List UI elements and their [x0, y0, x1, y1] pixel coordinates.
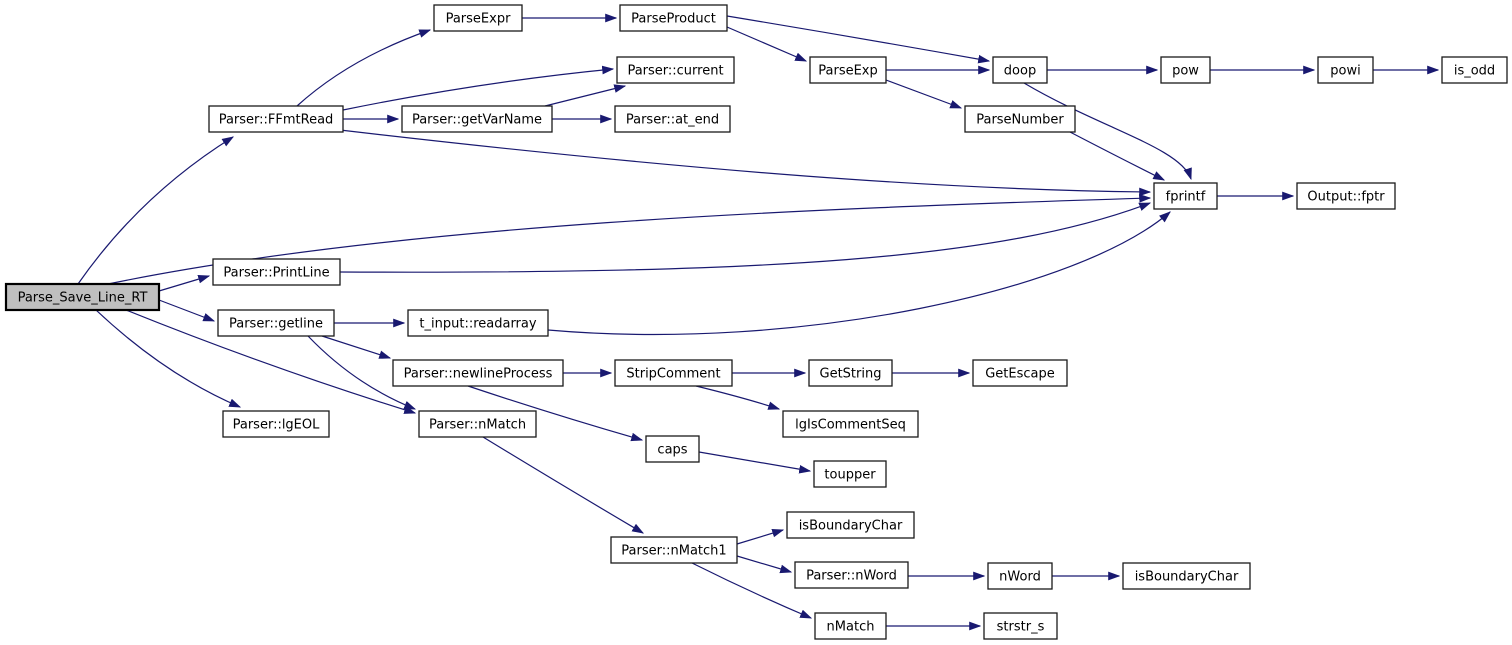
node-nword[interactable]: nWord — [987, 562, 1053, 590]
node-label-doop: doop — [1004, 64, 1036, 79]
node-parser_nmatch1[interactable]: Parser::nMatch1 — [610, 536, 738, 564]
node-t_input_readarray[interactable]: t_input::readarray — [407, 309, 549, 337]
edge-parser_newlineprocess-to-caps — [467, 385, 644, 442]
edge-parse_number-to-fprintf — [1069, 131, 1166, 181]
node-parse_exp[interactable]: ParseExp — [809, 56, 887, 84]
node-parser_nword[interactable]: Parser::nWord — [794, 561, 909, 589]
node-stripcomment[interactable]: StripComment — [614, 359, 733, 387]
edge-parser_nmatch1-to-nmatch — [691, 562, 813, 619]
node-getstring[interactable]: GetString — [808, 359, 893, 387]
node-parser_getline[interactable]: Parser::getline — [217, 309, 335, 337]
node-fprintf[interactable]: fprintf — [1153, 182, 1218, 210]
node-nmatch[interactable]: nMatch — [814, 612, 887, 640]
edge-parser_nmatch1-to-isboundarychar1 — [736, 529, 785, 545]
node-label-parser_printline: Parser::PrintLine — [223, 266, 329, 281]
edge-parser_nmatch1-to-parser_nword — [736, 555, 793, 574]
node-parser_newlineprocess[interactable]: Parser::newlineProcess — [392, 359, 564, 387]
node-label-parser_ffmtread: Parser::FFmtRead — [219, 113, 334, 128]
node-caps[interactable]: caps — [645, 435, 700, 463]
node-label-parse_product: ParseProduct — [631, 12, 716, 27]
node-label-nmatch: nMatch — [827, 620, 875, 635]
node-label-parser_getvarname: Parser::getVarName — [412, 113, 542, 128]
node-getescape[interactable]: GetEscape — [972, 359, 1068, 387]
edge-stripcomment-to-lgiscommentseq — [695, 385, 781, 410]
node-label-parser_nmatch: Parser::nMatch — [429, 418, 526, 433]
node-output_fptr[interactable]: Output::fptr — [1296, 182, 1396, 210]
edge-doop-to-fprintf — [1023, 82, 1192, 181]
node-label-parser_lgeol: Parser::lgEOL — [233, 418, 321, 433]
node-label-strstr_s: strstr_s — [997, 620, 1045, 635]
node-label-parser_newlineprocess: Parser::newlineProcess — [404, 367, 553, 382]
node-label-parser_nmatch1: Parser::nMatch1 — [621, 544, 726, 559]
edge-parser_nmatch-to-parser_nmatch1 — [482, 436, 645, 534]
node-label-pow: pow — [1172, 64, 1199, 79]
node-label-root: Parse_Save_Line_RT — [18, 291, 148, 306]
node-pow[interactable]: pow — [1160, 56, 1211, 84]
node-isboundarychar1[interactable]: isBoundaryChar — [786, 511, 915, 539]
node-parse_number[interactable]: ParseNumber — [964, 105, 1076, 133]
edge-root-to-parser_printline — [158, 274, 211, 292]
node-parser_current[interactable]: Parser::current — [616, 56, 735, 84]
node-label-isboundarychar1: isBoundaryChar — [799, 519, 903, 534]
edge-parse_product-to-parse_exp — [726, 26, 808, 62]
edge-parser_getvarname-to-parser_current — [544, 84, 627, 107]
node-parser_nmatch[interactable]: Parser::nMatch — [418, 410, 537, 438]
node-is_odd[interactable]: is_odd — [1441, 56, 1508, 84]
node-doop[interactable]: doop — [992, 56, 1048, 84]
node-label-nword: nWord — [999, 570, 1041, 585]
node-label-caps: caps — [657, 443, 687, 458]
edge-root-to-parser_getline — [158, 299, 216, 322]
node-label-parser_getline: Parser::getline — [229, 317, 323, 332]
edge-parser_printline-to-fprintf — [339, 202, 1152, 273]
node-label-stripcomment: StripComment — [626, 367, 720, 382]
node-label-is_odd: is_odd — [1454, 64, 1495, 79]
node-parser_at_end[interactable]: Parser::at_end — [614, 105, 731, 133]
edge-parse_exp-to-parse_number — [885, 79, 963, 109]
edge-root-to-parser_ffmtread — [77, 136, 235, 285]
node-label-getstring: GetString — [820, 367, 882, 382]
node-label-parse_expr: ParseExpr — [446, 12, 511, 27]
node-parse_product[interactable]: ParseProduct — [619, 4, 728, 32]
edge-parser_getline-to-parser_nmatch — [307, 335, 417, 410]
edge-root-to-parser_lgeol — [95, 309, 242, 408]
edge-caps-to-toupper — [698, 451, 812, 474]
node-toupper[interactable]: toupper — [813, 460, 887, 488]
node-isboundarychar2[interactable]: isBoundaryChar — [1122, 562, 1251, 590]
node-label-isboundarychar2: isBoundaryChar — [1135, 570, 1239, 585]
node-root: Parse_Save_Line_RT — [4, 282, 161, 312]
node-powi[interactable]: powi — [1317, 56, 1374, 84]
node-label-getescape: GetEscape — [985, 367, 1055, 382]
edge-parse_product-to-doop — [726, 15, 991, 64]
node-parser_printline[interactable]: Parser::PrintLine — [212, 258, 341, 286]
edge-t_input_readarray-to-fprintf — [547, 211, 1171, 336]
node-parser_lgeol[interactable]: Parser::lgEOL — [222, 410, 330, 438]
node-lgiscommentseq[interactable]: lgIsCommentSeq — [782, 410, 919, 438]
node-label-parse_number: ParseNumber — [976, 113, 1064, 128]
node-label-powi: powi — [1330, 64, 1360, 79]
edge-parser_getline-to-parser_newlineprocess — [321, 335, 392, 359]
node-label-parser_at_end: Parser::at_end — [626, 113, 719, 128]
edge-parser_ffmtread-to-parse_expr — [296, 29, 432, 107]
edge-root-to-parser_nmatch — [125, 309, 417, 414]
node-label-parser_nword: Parser::nWord — [806, 569, 897, 584]
node-parser_ffmtread[interactable]: Parser::FFmtRead — [208, 105, 344, 133]
node-parse_expr[interactable]: ParseExpr — [433, 4, 523, 32]
node-label-lgiscommentseq: lgIsCommentSeq — [795, 418, 906, 433]
node-label-parser_current: Parser::current — [627, 64, 723, 79]
edge-parser_ffmtread-to-fprintf — [339, 129, 1152, 197]
node-label-toupper: toupper — [824, 468, 876, 483]
edge-parser_ffmtread-to-parser_current — [342, 65, 615, 111]
node-label-fprintf: fprintf — [1166, 190, 1206, 205]
node-label-t_input_readarray: t_input::readarray — [419, 317, 536, 332]
node-label-output_fptr: Output::fptr — [1307, 190, 1385, 205]
node-parser_getvarname[interactable]: Parser::getVarName — [401, 105, 553, 133]
node-strstr_s[interactable]: strstr_s — [983, 612, 1058, 640]
node-label-parse_exp: ParseExp — [818, 64, 878, 79]
